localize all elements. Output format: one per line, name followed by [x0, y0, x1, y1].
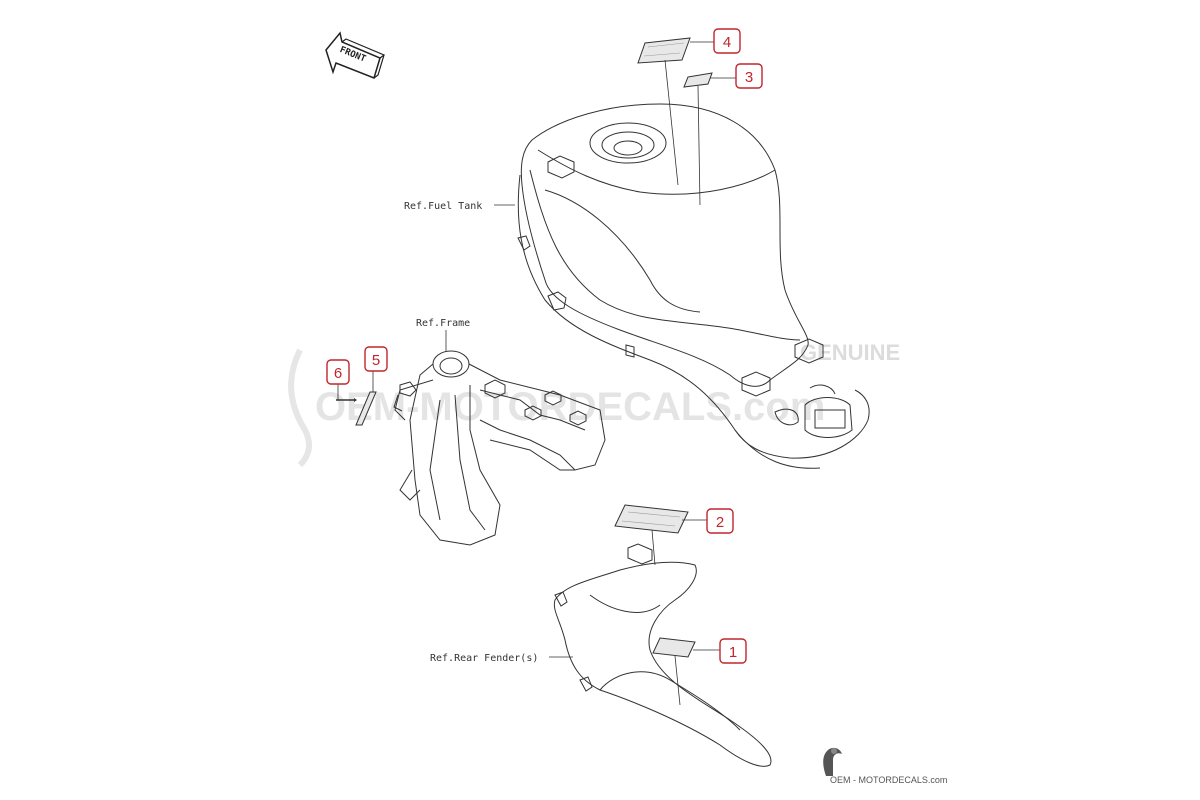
callout-1-label: 1 [729, 644, 737, 661]
ref-fuel-tank-label: Ref.Fuel Tank [404, 201, 482, 212]
callout-4-label: 4 [723, 34, 731, 51]
brand-text: OEM - MOTORDECALS.com [830, 775, 947, 785]
callout-3-label: 3 [745, 69, 753, 86]
callout-5: 5 [364, 346, 388, 372]
watermark-corner-text: GENUINE [800, 340, 900, 365]
callout-2-label: 2 [716, 514, 724, 531]
leader-lines [337, 41, 736, 706]
ref-rear-fender-label: Ref.Rear Fender(s) [430, 653, 538, 664]
decal-6 [336, 398, 357, 402]
watermark-swoosh [288, 348, 312, 468]
decal-2 [614, 504, 689, 534]
rear-fender [553, 543, 772, 767]
decal-1 [652, 637, 696, 658]
brand-logo: OEM - MOTORDECALS.com [823, 747, 947, 785]
callout-2: 2 [706, 508, 734, 534]
front-arrow-icon: FRONT [325, 31, 386, 79]
callout-3: 3 [735, 63, 763, 89]
callout-6-label: 6 [334, 365, 342, 382]
ref-frame-label: Ref.Frame [416, 318, 470, 329]
callout-4: 4 [713, 28, 741, 54]
watermark-text: OEM-MOTORDECALS.com [315, 385, 825, 429]
decal-5 [355, 391, 377, 426]
decal-4 [637, 37, 691, 64]
fuel-tank [517, 103, 870, 469]
callout-6: 6 [326, 359, 350, 385]
callout-5-label: 5 [372, 352, 380, 369]
decal-3 [683, 72, 713, 88]
frame [393, 350, 606, 546]
callout-1: 1 [719, 638, 747, 664]
